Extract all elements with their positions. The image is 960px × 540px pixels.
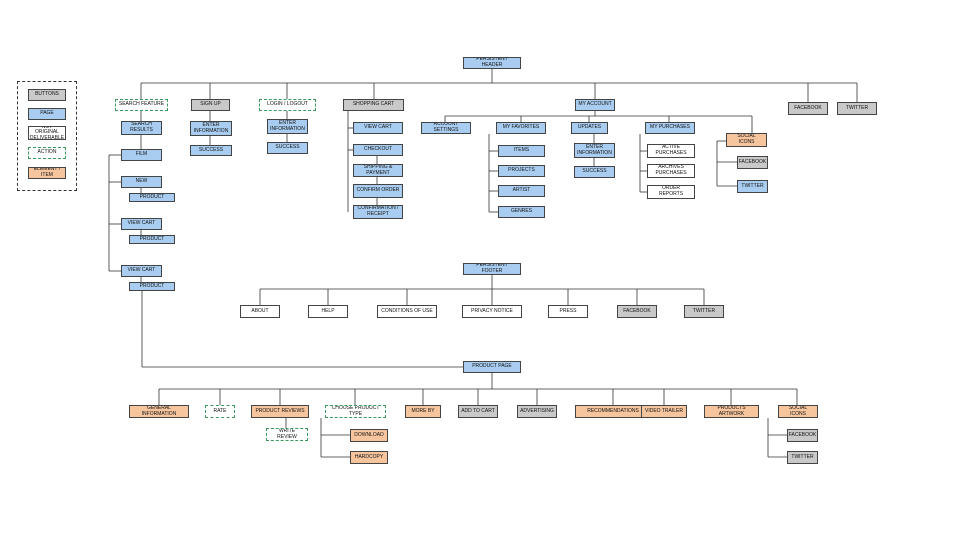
film[interactable]: FILM	[121, 149, 162, 161]
search-feature[interactable]: SEARCH FEATURE	[115, 99, 168, 111]
updates-enter-information[interactable]: ENTER INFORMATION	[574, 143, 615, 158]
hardcopy-item: HARDCOPY	[350, 451, 388, 464]
sc-confirm-order[interactable]: CONFIRM ORDER	[353, 184, 403, 198]
legend-page: PAGE	[28, 108, 66, 120]
product-facebook-button[interactable]: FACEBOOK	[787, 429, 818, 442]
sign-up-button[interactable]: SIGN UP	[191, 99, 230, 111]
footer-about[interactable]: ABOUT	[240, 305, 280, 318]
legend-action: ACTION	[28, 147, 66, 159]
product-reviews: PRODUCT REVIEWS	[251, 405, 309, 418]
header-social-twitter[interactable]: TWITTER	[737, 180, 768, 193]
updates[interactable]: UPDATES	[571, 122, 608, 134]
view-cart-2-product[interactable]: PRODUCT	[129, 282, 175, 291]
login-enter-information[interactable]: ENTER INFORMATION	[267, 119, 308, 134]
header-twitter-button[interactable]: TWITTER	[837, 102, 877, 115]
footer-twitter-button[interactable]: TWITTER	[684, 305, 724, 318]
fav-projects[interactable]: PROJECTS	[498, 165, 545, 177]
fav-items[interactable]: ITEMS	[498, 145, 545, 157]
write-review-action[interactable]: WRITE REVIEW	[266, 428, 308, 441]
footer-facebook-button[interactable]: FACEBOOK	[617, 305, 657, 318]
new[interactable]: NEW	[121, 176, 162, 188]
view-cart-1[interactable]: VIEW CART	[121, 218, 162, 230]
more-by: MORE BY	[405, 405, 441, 418]
search-results[interactable]: SEARCH RESULTS	[121, 121, 162, 135]
active-purchases[interactable]: ACTIVE PURCHASES	[647, 144, 695, 158]
footer-press[interactable]: PRESS	[548, 305, 588, 318]
advertising-button[interactable]: ADVERTISING	[517, 405, 557, 418]
header-social-facebook[interactable]: FACEBOOK	[737, 156, 768, 169]
recommendations: RECOMMENDATIONS	[575, 405, 651, 418]
updates-success[interactable]: SUCCESS	[574, 166, 615, 178]
legend-element: ELEMENT / ITEM	[28, 167, 66, 179]
my-purchases[interactable]: MY PURCHASES	[645, 122, 695, 134]
persistent-footer[interactable]: PERSISTENT FOOTER	[463, 263, 521, 275]
sign-up-success[interactable]: SUCCESS	[190, 145, 232, 156]
order-reports[interactable]: ORDER REPORTS	[647, 185, 695, 199]
my-account[interactable]: MY ACCOUNT	[575, 99, 615, 111]
persistent-header[interactable]: PERSISTENT HEADER	[463, 57, 521, 69]
archives-purchases[interactable]: ARCHIVES PURCHASES	[647, 164, 695, 178]
video-trailer: VIDEO TRAILER	[641, 405, 687, 418]
sc-view-cart[interactable]: VIEW CART	[353, 122, 403, 134]
footer-privacy[interactable]: PRIVACY NOTICE	[462, 305, 522, 318]
login-success[interactable]: SUCCESS	[267, 142, 308, 154]
product-social-icons: SOCIAL ICONS	[778, 405, 818, 418]
fav-artist[interactable]: ARTIST	[498, 185, 545, 197]
sign-up-enter-information[interactable]: ENTER INFORMATION	[190, 121, 232, 136]
legend-not-original: NOT ORIGINAL DELIVERABLE	[28, 126, 66, 140]
choose-product-type-action[interactable]: CHOOSE PRODUCT TYPE	[325, 405, 386, 418]
login-logout[interactable]: LOGIN / LOGOUT	[259, 99, 316, 111]
general-information: GENERAL INFORMATION	[129, 405, 189, 418]
header-social-icons: SOCIAL ICONS	[726, 133, 767, 147]
view-cart-2[interactable]: VIEW CART	[121, 265, 162, 277]
footer-conditions[interactable]: CONDITIONS OF USE	[377, 305, 437, 318]
footer-help[interactable]: HELP	[308, 305, 348, 318]
rate-action[interactable]: RATE	[205, 405, 235, 418]
product-twitter-button[interactable]: TWITTER	[787, 451, 818, 464]
download-item: DOWNLOAD	[350, 429, 388, 442]
sc-confirmation-receipt[interactable]: CONFIRMATION / RECEIPT	[353, 205, 403, 219]
sc-checkout[interactable]: CHECKOUT	[353, 144, 403, 156]
legend-buttons: BUTTONS	[28, 89, 66, 101]
add-to-cart-button[interactable]: ADD TO CART	[458, 405, 498, 418]
fav-genres[interactable]: GENRES	[498, 206, 545, 218]
view-cart-1-product[interactable]: PRODUCT	[129, 235, 175, 244]
product-page[interactable]: PRODUCT PAGE	[463, 361, 521, 373]
new-product[interactable]: PRODUCT	[129, 193, 175, 202]
products-artwork: PRODUCTS ARTWORK	[704, 405, 759, 418]
header-facebook-button[interactable]: FACEBOOK	[788, 102, 828, 115]
sc-shipping-payment[interactable]: SHIPPING & PAYMENT	[353, 164, 403, 177]
my-favorites[interactable]: MY FAVORITES	[496, 122, 546, 134]
account-settings[interactable]: ACCOUNT SETTINGS	[421, 122, 471, 134]
shopping-cart-button[interactable]: SHOPPING CART	[343, 99, 404, 111]
